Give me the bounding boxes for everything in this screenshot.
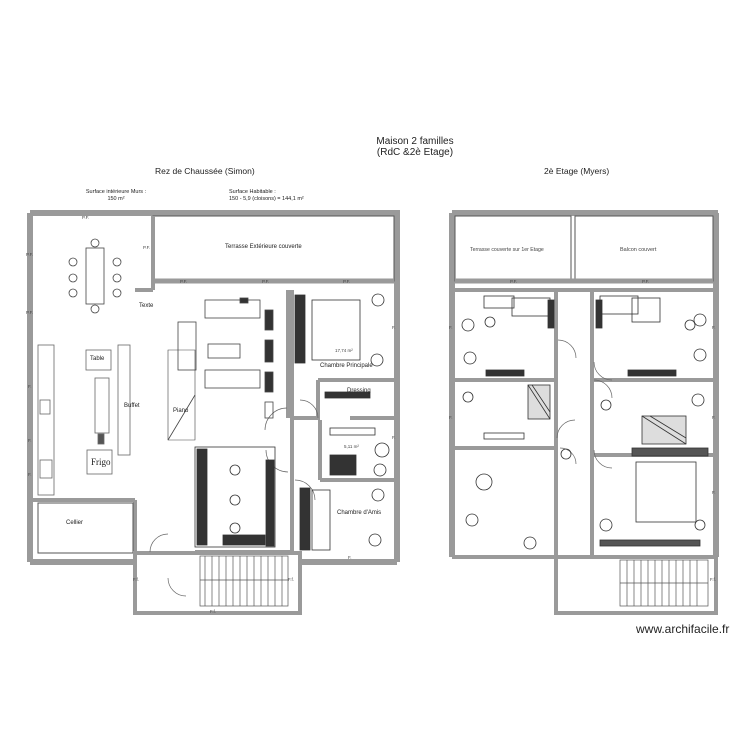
room-label-cellier: Cellier (66, 520, 84, 526)
window-label-2-f-5: F. (712, 490, 716, 495)
window-label-2-pf-1: P.F. (510, 279, 518, 284)
surface-murs-line2: 150 m² (107, 195, 125, 202)
window-label-pf-terrace: P.F. (143, 245, 151, 250)
second-floor-heading: 2è Etage (Myers) (544, 166, 610, 176)
room-area-1: 17,74 m² (335, 348, 353, 353)
exterior-walls (27, 210, 400, 565)
room-label-balcon: Balcon couvert (620, 247, 657, 253)
kitchen (37, 344, 131, 496)
surface-habitable-note: Surface Habitable : 150 - 5,9 (cloisons)… (229, 189, 304, 202)
window-label-pf-top: P.F. (82, 215, 90, 220)
watermark-text: www.archifacile.fr (636, 622, 730, 636)
room-label-buffet: Buffet (124, 403, 140, 409)
room-label-piano: Piano (173, 408, 189, 414)
window-label-2-fi-right: F.f. (710, 577, 717, 582)
second-floor-plan (449, 210, 719, 615)
room-label-terrasse-2: Terrasse couverte sur 1er Etage (470, 247, 544, 253)
window-label-2-pf-2: P.F. (642, 279, 650, 284)
room-area-2: 5,11 m² (344, 444, 359, 449)
window-label-2-f-1: F. (449, 325, 453, 330)
window-label-fi-bottom: F.f. (210, 609, 217, 614)
surface-habitable-line1: Surface Habitable : (229, 189, 276, 195)
window-label-pf-mid-1: P.F. (180, 279, 188, 284)
piano-block (194, 446, 276, 548)
window-label-pf-left-2: P.F. (26, 310, 34, 315)
room-label-chambre-principale: Chambre Principale (320, 363, 373, 369)
window-label-f-bottom: F. (348, 555, 352, 560)
exterior-walls-2 (449, 210, 719, 557)
cellier-room (37, 502, 134, 554)
second-floor-furniture (461, 295, 709, 550)
surface-habitable-line2: 150 - 5,9 (cloisons) = 144,1 m² (229, 195, 304, 202)
plan-title-line2: (RdC &2è Etage) (376, 147, 454, 158)
room-label-texte: Texte (139, 303, 154, 309)
window-label-2-f-2: F. (449, 415, 453, 420)
window-label-2-f-4: F. (712, 415, 716, 420)
window-label-f-right-2: F. (392, 435, 396, 440)
door-swings-2 (556, 339, 613, 469)
stair-block (133, 551, 302, 615)
dining-table (68, 238, 122, 314)
bedroom-furniture (294, 293, 390, 551)
stairs-2 (619, 559, 709, 607)
window-label-pf-mid-3: P.F. (343, 279, 351, 284)
window-label-f-left-3: F. (28, 472, 32, 477)
surface-murs-line1: Surface intérieure Murs : (85, 189, 147, 195)
stairs (199, 555, 289, 607)
room-label-terrasse: Terrasse Extérieure couverte (225, 244, 302, 250)
living-furniture (167, 297, 274, 441)
plan-title: Maison 2 familles (RdC &2è Etage) (300, 136, 530, 158)
window-label-fi-left: F.f. (133, 577, 140, 582)
room-label-table: Table (90, 356, 105, 362)
stair-block-2 (554, 555, 718, 615)
window-label-pf-left-1: P.F. (26, 252, 34, 257)
window-label-pf-mid-2: P.F. (262, 279, 270, 284)
window-label-fi-right: F.f. (288, 577, 295, 582)
window-label-f-left-2: F. (28, 438, 32, 443)
room-label-dressing: Dressing (347, 388, 371, 394)
window-label-2-f-3: F. (712, 325, 716, 330)
room-label-frigo: Frigo (91, 457, 111, 467)
plan-title-line1: Maison 2 familles (376, 136, 454, 147)
window-label-f-right-1: F. (392, 325, 396, 330)
surface-murs-note: Surface intérieure Murs : 150 m² (74, 189, 158, 202)
ground-floor-plan (27, 210, 400, 615)
window-label-f-left-1: F. (28, 384, 32, 389)
ground-floor-heading: Rez de Chaussée (Simon) (155, 166, 255, 176)
room-label-chambre-amis: Chambre d'Amis (337, 510, 382, 516)
